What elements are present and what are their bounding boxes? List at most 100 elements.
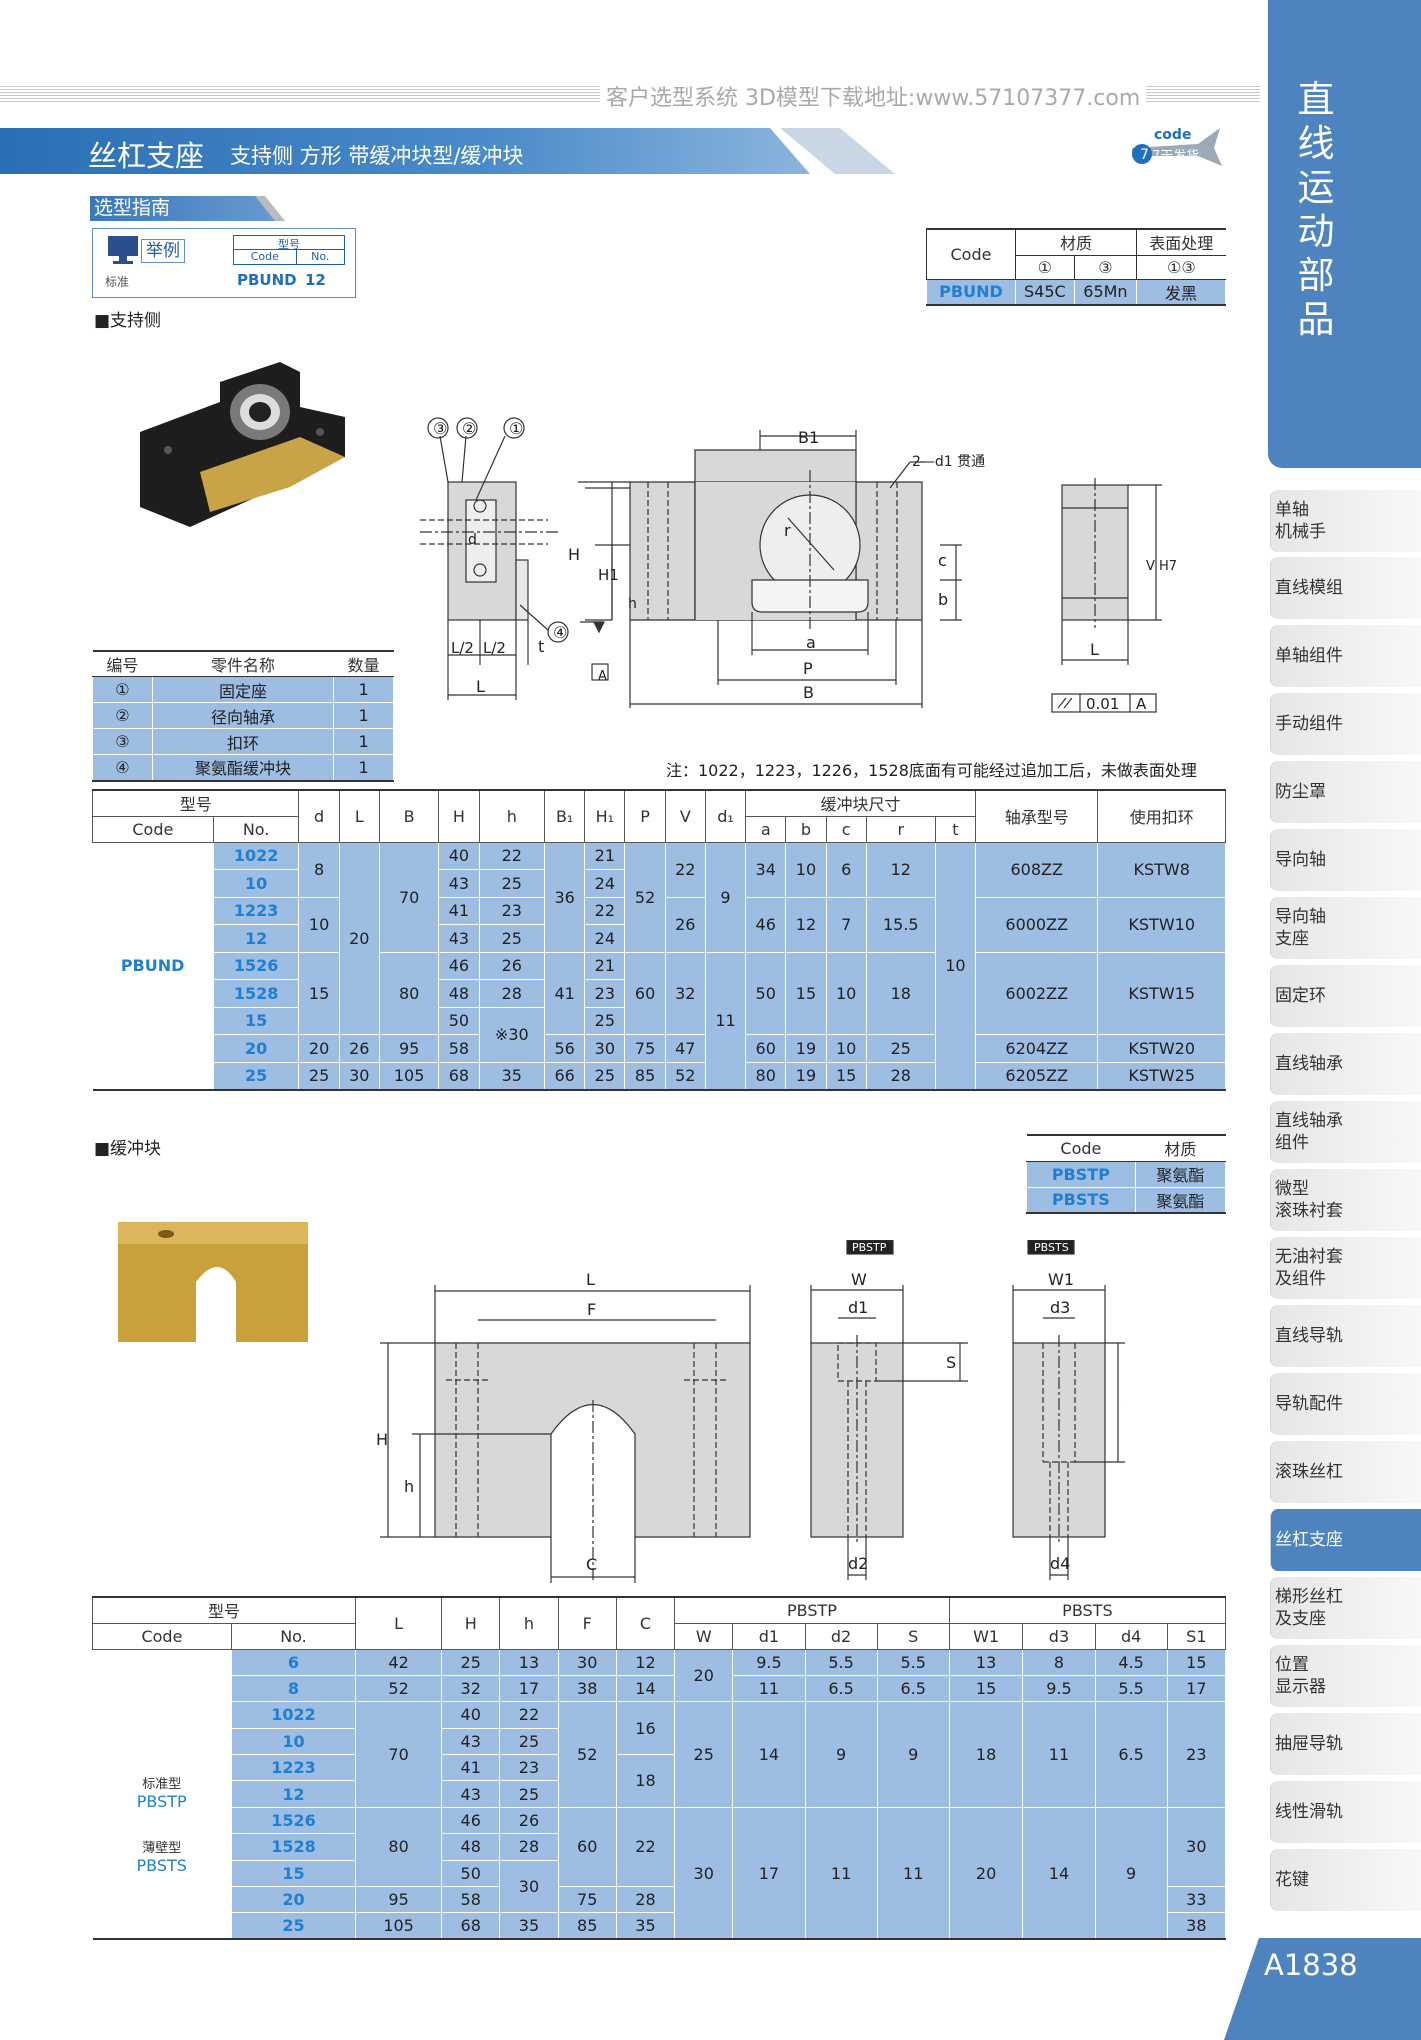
sidebar-item-20[interactable]: 花键 [1270, 1849, 1421, 1911]
sidebar-item-9[interactable]: 直线轴承 组件 [1270, 1101, 1421, 1163]
no-header: No. [311, 250, 330, 263]
col-header: P [624, 789, 666, 843]
table-cell: 9.5 [732, 1648, 806, 1676]
dim-h: h [628, 596, 637, 612]
sidebar-item-5[interactable]: 导向轴 [1270, 829, 1421, 891]
table-cell: 30 [499, 1859, 559, 1914]
page-title: 丝杠支座 [88, 139, 205, 173]
table-cell: 26 [664, 896, 706, 953]
sidebar-item-8[interactable]: 直线轴承 [1270, 1033, 1421, 1095]
pbstp-tag: PBSTP [852, 1241, 887, 1254]
sidebar-item-0[interactable]: 单轴 机械手 [1270, 490, 1421, 552]
col-header: H₁ [584, 789, 626, 843]
table-cell: ④ [92, 754, 153, 781]
dim-r: r [784, 521, 791, 540]
standard-label: 标准 [105, 275, 130, 289]
table-cell: 20 [674, 1648, 734, 1703]
table-cell: KSTW20 [1097, 1034, 1226, 1063]
col-header: PBSTP [674, 1596, 950, 1624]
table-cell: ③ [1073, 255, 1137, 280]
table-cell: PBUND [926, 278, 1016, 306]
code-header: Code [234, 250, 297, 264]
sidebar-item-10[interactable]: 微型 滚珠衬套 [1270, 1169, 1421, 1231]
sidebar-item-1[interactable]: 直线模组 [1270, 557, 1421, 619]
sidebar-item-19[interactable]: 线性滑轨 [1270, 1781, 1421, 1843]
sidebar-item-3[interactable]: 手动组件 [1270, 693, 1421, 755]
table-cell: 14 [1022, 1806, 1096, 1940]
table-cell: Code [92, 1622, 232, 1650]
sidebar-item-14[interactable]: 滚珠丝杠 [1270, 1441, 1421, 1503]
table-cell: 38 [1166, 1912, 1227, 1940]
section-buffer: ■缓冲块 [94, 1139, 162, 1159]
table-cell: 80 [355, 1806, 443, 1888]
support-side-drawing: ③ ② ① ④ d L/2 L/2 t L B1 2—d1 贯通 r a P B… [420, 417, 1177, 713]
table-cell: 22 [664, 841, 706, 898]
table-cell: 25 [478, 869, 546, 898]
table-cell: 50 [441, 1859, 501, 1888]
table-cell: 42 [355, 1648, 443, 1676]
sidebar-item-4[interactable]: 防尘罩 [1270, 761, 1421, 823]
table-cell: 14 [732, 1701, 806, 1808]
table-cell: 12 [785, 896, 827, 953]
sidebar-item-18[interactable]: 抽屉导轨 [1270, 1713, 1421, 1775]
datum-A: A [598, 669, 607, 684]
table-cell: 20 [338, 841, 380, 1035]
table-cell: 扣环 [151, 728, 335, 755]
sidebar-item-6[interactable]: 导向轴 支座 [1270, 897, 1421, 959]
table-cell: 50 [745, 951, 787, 1035]
table-cell: 43 [438, 924, 480, 953]
sidebar-item-7[interactable]: 固定环 [1270, 965, 1421, 1027]
buffer-block-photo [118, 1222, 308, 1342]
table-cell: 52 [557, 1701, 617, 1808]
table-cell: 15 [825, 1061, 867, 1090]
sidebar-item-11[interactable]: 无油衬套 及组件 [1270, 1237, 1421, 1299]
table-cell: 15.5 [865, 896, 936, 953]
table-cell: 22 [584, 896, 626, 925]
no-cell: 8 [230, 1674, 357, 1703]
table-cell: 28 [478, 979, 546, 1008]
table-cell: 22 [478, 841, 546, 870]
table-cell: 6.5 [804, 1674, 878, 1703]
sidebar-item-13[interactable]: 导轨配件 [1270, 1373, 1421, 1435]
table-cell: 16 [615, 1701, 676, 1756]
table-cell: 9 [876, 1701, 950, 1808]
sidebar-item-15[interactable]: 丝杠支座 [1270, 1509, 1421, 1571]
table-cell: 85 [624, 1061, 666, 1090]
table-cell: 35 [478, 1061, 546, 1090]
category-title: 直线运动部品 [1297, 78, 1335, 341]
note-text: 注：1022，1223，1226，1528底面有可能经过追加工后，未做表面处理 [666, 761, 1197, 780]
table-cell: 60 [624, 951, 666, 1035]
table-cell: 6204ZZ [974, 1034, 1099, 1063]
table-cell: 40 [438, 841, 480, 870]
sidebar-item-16[interactable]: 梯形丝杠 及支座 [1270, 1577, 1421, 1639]
no-cell: 1526 [212, 951, 300, 980]
no-cell: 10 [230, 1727, 357, 1756]
no-cell: 1528 [212, 979, 300, 1008]
table-cell: 5.5 [1094, 1674, 1168, 1703]
table-cell: 21 [584, 841, 626, 870]
table-cell: 22 [615, 1806, 676, 1888]
sidebar-item-2[interactable]: 单轴组件 [1270, 625, 1421, 687]
table-cell: 9 [804, 1701, 878, 1808]
table-cell: 18 [948, 1701, 1024, 1808]
col-header: 使用扣环 [1097, 789, 1226, 843]
table-cell: 23 [499, 1754, 559, 1782]
flatness-datum: A [1136, 695, 1147, 713]
table-cell: PBSTP [1026, 1160, 1136, 1188]
table-cell: 32 [664, 951, 706, 1035]
table-cell: 9 [1094, 1806, 1168, 1940]
table-cell: 14 [615, 1674, 676, 1703]
table-cell: 18 [615, 1754, 676, 1808]
table-cell: KSTW25 [1097, 1061, 1226, 1090]
col-header: h [499, 1596, 559, 1650]
table-cell: 聚氨酯 [1134, 1160, 1227, 1188]
example-label: 举例 [141, 239, 185, 263]
sidebar-item-17[interactable]: 位置 显示器 [1270, 1645, 1421, 1707]
table-cell: 17 [1166, 1674, 1227, 1703]
sidebar-item-12[interactable]: 直线导轨 [1270, 1305, 1421, 1367]
